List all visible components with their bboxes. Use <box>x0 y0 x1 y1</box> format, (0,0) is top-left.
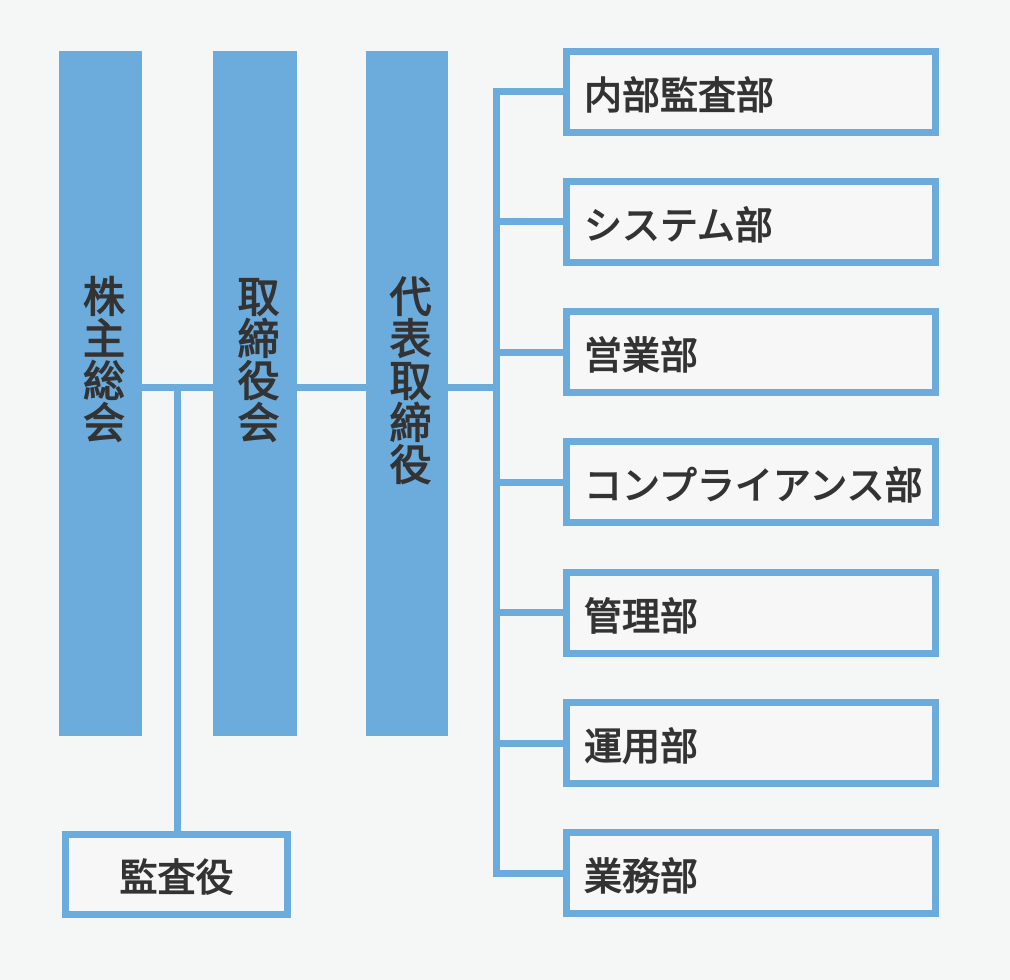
dept-box-sales: 営業部 <box>563 308 939 396</box>
dept-label-administration: 管理部 <box>584 594 699 639</box>
dept-box-system: システム部 <box>563 178 939 266</box>
dept-label-internal-audit: 内部監査部 <box>584 73 775 118</box>
connector-main-horizontal <box>142 384 500 391</box>
pillar-representative-director-label: 代表取締役 <box>383 275 432 485</box>
pillar-representative-director: 代表取締役 <box>366 51 448 736</box>
dept-label-system: システム部 <box>584 203 773 248</box>
pillar-board-of-directors-label: 取締役会 <box>231 275 280 443</box>
connector-stub-compliance <box>499 479 563 486</box>
dept-box-business: 業務部 <box>563 829 939 917</box>
pillar-shareholders-meeting-label: 株主総会 <box>76 275 126 443</box>
connector-stub-administration <box>499 609 563 616</box>
connector-stub-sales <box>499 349 563 356</box>
connector-stub-business <box>499 870 563 877</box>
dept-label-sales: 営業部 <box>584 333 699 378</box>
dept-label-operations: 運用部 <box>584 724 699 769</box>
dept-box-compliance: コンプライアンス部 <box>563 438 939 526</box>
auditor-box: 監査役 <box>62 831 291 918</box>
pillar-board-of-directors: 取締役会 <box>213 51 297 736</box>
dept-box-operations: 運用部 <box>563 699 939 787</box>
connector-spine-vertical <box>493 88 500 877</box>
auditor-label: 監査役 <box>119 856 234 900</box>
pillar-shareholders-meeting: 株主総会 <box>59 51 142 736</box>
dept-box-administration: 管理部 <box>563 569 939 657</box>
dept-label-business: 業務部 <box>584 854 699 899</box>
dept-box-internal-audit: 内部監査部 <box>563 48 939 136</box>
connector-auditor-drop <box>174 384 181 831</box>
dept-label-compliance: コンプライアンス部 <box>584 463 923 508</box>
connector-stub-operations <box>499 740 563 747</box>
connector-stub-system <box>499 218 563 225</box>
connector-stub-internal-audit <box>499 88 563 95</box>
